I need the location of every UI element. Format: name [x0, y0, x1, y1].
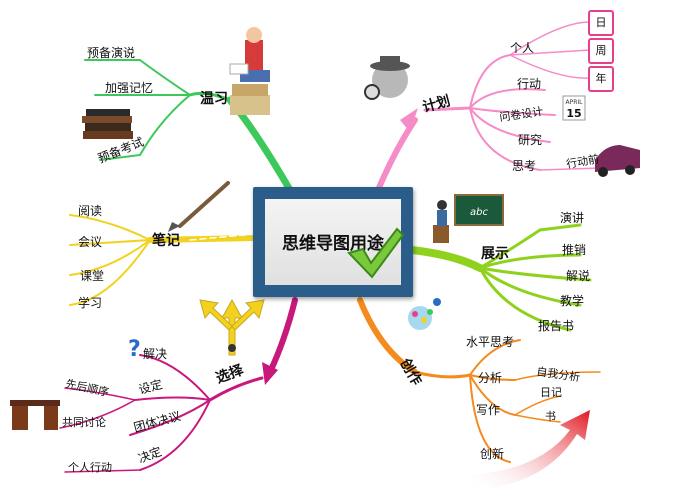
- choose-subitem-3: 个人行动: [68, 461, 112, 474]
- plan-item-3: 问卷设计: [498, 104, 544, 124]
- plan-item-1: 个人: [510, 41, 534, 55]
- plan-item-4: 研究: [518, 132, 542, 147]
- branch-review-label: 温习: [200, 91, 228, 107]
- branch-notes-lines: [69, 214, 258, 306]
- center-title: 思维导图用途: [282, 234, 384, 254]
- calendar-icon: APRIL 15: [562, 95, 586, 121]
- notes-item-1: 阅读: [78, 204, 102, 218]
- present-item-1: 演讲: [560, 210, 584, 225]
- svg-text:?: ?: [128, 337, 141, 362]
- branch-choose-label: 选择: [214, 361, 247, 387]
- create-item-3: 写作: [476, 403, 500, 417]
- branch-present-label: 展示: [481, 246, 509, 262]
- branch-present-lines: [408, 223, 592, 332]
- notes-item-4: 学习: [78, 295, 102, 310]
- choose-item-4: 决定: [136, 444, 164, 466]
- branch-plan-label: 计划: [421, 92, 452, 116]
- review-item-1: 预备演说: [87, 45, 135, 60]
- paintbrush-icon: [168, 181, 230, 232]
- present-item-5: 报告书: [538, 318, 574, 333]
- notes-item-2: 会议: [78, 235, 102, 249]
- create-item-1: 水平思考: [466, 335, 514, 349]
- red-arrow-icon: [470, 410, 590, 490]
- choose-item-1: 解决: [143, 347, 167, 361]
- plan-subitem-week: 周: [588, 38, 614, 64]
- center-node: 思维导图用途: [253, 187, 413, 297]
- choose-subitem-2: 共同讨论: [62, 415, 106, 429]
- create-item-2: 分析: [478, 371, 502, 385]
- branch-choose-lines: [59, 297, 298, 473]
- detective-icon: [364, 56, 410, 100]
- plan-item-5: 思考: [512, 159, 536, 173]
- plan-subitem-year: 年: [588, 66, 614, 92]
- center-panel: 思维导图用途: [265, 199, 401, 285]
- branch-plan-lines: [375, 21, 601, 193]
- review-item-2: 加强记忆: [105, 81, 153, 95]
- create-item-4: 创新: [480, 446, 504, 461]
- branch-notes-label: 笔记: [152, 232, 180, 249]
- choose-subitem-1: 先后顺序: [64, 376, 110, 399]
- present-item-2: 推销: [562, 243, 586, 257]
- desk-icon: [10, 400, 60, 430]
- choose-item-2: 设定: [137, 376, 164, 397]
- create-subitem-2: 日记: [540, 386, 562, 399]
- choose-item-3: 团体决议: [132, 409, 182, 435]
- create-subitem-3: 书: [545, 410, 556, 423]
- plan-subitem-day: 日: [588, 10, 614, 36]
- present-item-4: 教学: [560, 293, 584, 308]
- calendar-day: 15: [566, 107, 581, 120]
- car-icon: [595, 145, 640, 177]
- child-reading-icon: [229, 27, 270, 115]
- plan-action-before: 行动前: [565, 151, 600, 171]
- create-subitem-1: 自我分析: [536, 364, 582, 384]
- branch-create-lines: [357, 297, 601, 463]
- chalkboard-text: abc: [470, 207, 488, 218]
- arrows-icon: [199, 298, 265, 356]
- chalkboard-icon: abc: [433, 194, 504, 243]
- colorful-head-icon: [408, 298, 441, 330]
- plan-item-2: 行动: [517, 77, 541, 91]
- notes-item-3: 课堂: [80, 269, 104, 283]
- checkmark-icon: [347, 227, 405, 279]
- present-item-3: 解说: [566, 268, 590, 283]
- calendar-month: APRIL: [565, 99, 583, 106]
- books-icon: [82, 109, 133, 139]
- question-mark-icon: ?: [128, 337, 141, 362]
